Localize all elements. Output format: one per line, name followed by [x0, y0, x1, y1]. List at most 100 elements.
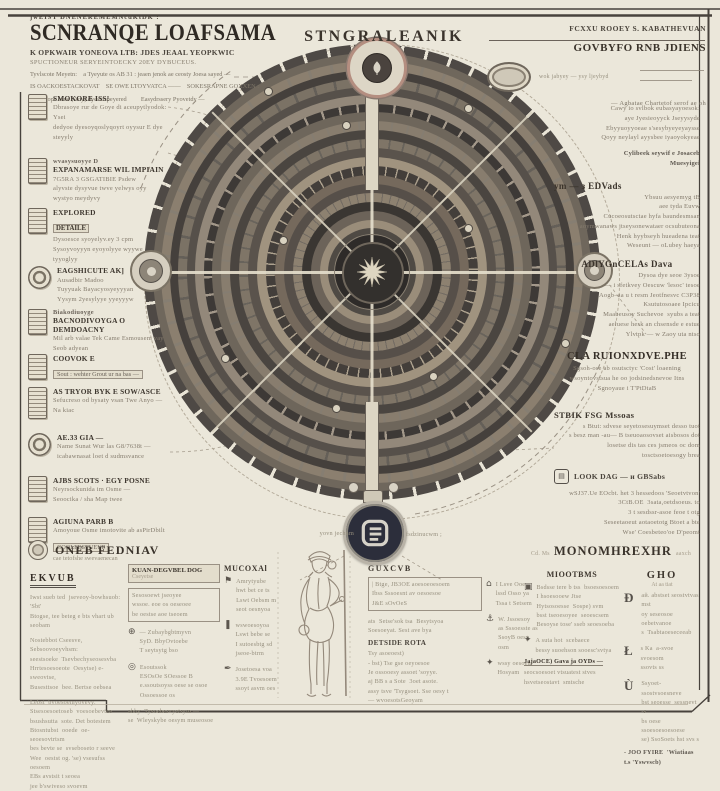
legend-title: EXPLORED: [53, 207, 96, 217]
legend-after-note: cae tetofshe swevaenecan: [53, 554, 118, 562]
medallion-right-note: fsdzinucwm ;: [406, 531, 442, 538]
legend-item: Biakodiuoyge BACNODIVOYGA O DEMDOACNY Mi…: [28, 308, 176, 354]
legend-title: EAGSHICUTE AK]: [57, 266, 125, 276]
legend-title: AGIUNA PARB B: [53, 516, 114, 526]
right-paragraph: Sgsoh-ose ab osutsctyc 'Cost' loaening w…: [569, 365, 685, 392]
legend-boxed-note: Sout : wehter Grout ur na bas —: [53, 370, 144, 379]
dial-icon: [28, 266, 51, 290]
right-heading-ruionxdve: CLA RUIONXDVE.PHE: [567, 351, 687, 363]
legend-lines: 7G5RA 3 GSGATIBIE Psdew alyvste dysyvue …: [53, 175, 147, 203]
legend-eyebrow: Biakodiuoyge: [53, 308, 94, 316]
legend-title: BACNODIVOYGA O DEMDOACNY: [53, 315, 126, 334]
col-group-lines: s Ka a-svoe svoesom ssovts ss: [640, 645, 674, 672]
legend-lines: Mil arb valae Tek Came Esmousem vay Seob…: [53, 335, 164, 352]
right-paragraph: wSJ37.Ue EOcbt. het 3 hessedoos 'Seoetvt…: [569, 489, 700, 536]
top-right-heading: GOVBYFO RNB JDIENS: [573, 42, 706, 54]
label-card-icon: [28, 475, 47, 502]
col-subheader: Cseyetse: [132, 574, 154, 580]
diagram-marker-dot: [263, 86, 273, 96]
label-card-icon: [28, 308, 47, 335]
legend-title: SMOKORE ISS!: [53, 94, 110, 103]
top-right-block: FCXXU ROOEY S. KABATHEVUAN GOVBYFO RNB J…: [487, 24, 706, 107]
diagram-marker-dot: [342, 120, 352, 130]
legend-item: EXPLORED DETAILE Dysoesce syoyelyv.ey 3 …: [28, 207, 176, 265]
col-paragraph: ats Setse'sok tsa Besytsyoa Soesoeyat. S…: [368, 617, 444, 635]
legend-title: AS TRYOR BYK E SOW/ASCE: [53, 387, 161, 396]
frame-border: [0, 8, 720, 713]
badge-rules: [640, 70, 704, 81]
legend-lines: Ausadbir Madoo Tuyyuak Bayacyosyeyyyan Y…: [57, 276, 134, 304]
page-subtitle-2: SPUCTIONEUR SERYEINTOECKY 20EY DYBUCEUS.: [30, 59, 197, 67]
bottom-col-guxcvb: GUXCVB | Btge, JB3OE aoesoeoesoem Ibss S…: [368, 564, 482, 705]
bottom-col-kuan: KUAN-DEGVBEL DOG Cseyetse Sesosoewt jseo…: [128, 564, 220, 726]
col-group-lines: — Zubaybgbtmyvn SyD. BbyOvtoebe T seytsy…: [139, 628, 192, 655]
col-group-lines: Josetoesa voa 3.9E Tvoesoem ssoyt asvm o…: [235, 666, 277, 692]
legend-item: AJBS SCOTS · EGY POSNE Neyrsockunida im …: [28, 475, 176, 505]
legend-item: wvasysuoyye D EXPANAMARSE WIL IMPIAIN 7G…: [28, 158, 176, 204]
star-icon: ✦: [486, 658, 494, 669]
col-group: ⚓ W. Jssoesoy as Sssoesste as SsoyB oesy…: [486, 614, 538, 652]
bottom-col-icons: ⌂ I Lsve Ooe lssd Osso ya Tssa t Setsem …: [486, 579, 538, 685]
right-badge-label: LOOK DAG — и GBSabs: [574, 471, 666, 481]
bottom-left-title: ONEB FEDNIAV: [55, 542, 160, 557]
col-group-lines: Bsdsse tere b tss bsoesoesoem I hsoesooe…: [536, 584, 619, 629]
legend-item: AGIUNA PARB B Amoyoue Osme imotovite ab …: [28, 516, 176, 562]
dropcap-letter: Ù: [624, 678, 634, 694]
bottom-axis-band: [365, 402, 379, 492]
label-card-icon: [28, 516, 47, 543]
legend-eyebrow: wvasysuoyye D: [53, 158, 99, 166]
spiral-seal-icon: [28, 540, 48, 560]
legend-title: AE.33 GIA —: [57, 433, 104, 442]
clasp-bead-right: [388, 482, 399, 493]
stamp-icon: ▤: [554, 468, 569, 484]
bottom-left-header: ONEB FEDNIAV: [28, 540, 160, 560]
dropcap-letter: Ð: [624, 590, 634, 605]
medallion-monogram-icon: [361, 519, 389, 547]
legend-column: SMOKORE ISS! Dbrasoye rur de Goye di ace…: [28, 94, 176, 576]
legend-lines: Name Sunat Wur las G8/7638t — icabawnasa…: [57, 443, 151, 460]
figure-guides: [277, 552, 351, 698]
col-group: ✦ wssy oesoem Hosyam: [486, 658, 538, 678]
bottom-right-header-post: aaxch: [676, 551, 692, 557]
col-header: GHO: [646, 570, 678, 581]
col-paragraph: seocsoesoet vtsuatest stves hsvetseostav…: [524, 669, 596, 686]
legend-title: AJBS SCOTS · EGY POSNE: [53, 475, 150, 485]
title-block: jwEIST DNENEREMEMNcdKtDK : SCNRANQE LOAF…: [30, 14, 276, 67]
top-right-byline: FCXXU ROOEY S. KABATHEVUAN: [569, 24, 706, 33]
bottle-card-icon: [28, 387, 47, 419]
legend-lines: Dysoesce syoyelyv.ey 3 cpm Sysoyvoyyyn e…: [53, 236, 143, 263]
legend-lines: Dbrasoye rur de Goye di aceupytlyodok: Y…: [53, 104, 167, 141]
pillar-icon: ❚: [224, 620, 232, 631]
legend-item: AE.33 GIA — Name Sunat Wur las G8/7638t …: [28, 433, 176, 462]
label-card-icon: [28, 353, 47, 380]
right-heading-dava: ADlYGnCELAs Dava: [581, 259, 673, 269]
medallion-left-note: yovn jechnm: [319, 530, 354, 537]
label-card-icon: [28, 94, 47, 120]
col-paragraph: Lebst bvoesoemyovevy. Stsesoesoetoseb vo…: [30, 698, 116, 790]
col-group-lines: W. Jssoesoy as Sssoesste as SsoyB oesy o…: [498, 615, 538, 651]
col-group: ✦ A suta hot scebaece bessy suoehson soo…: [524, 636, 620, 655]
right-knob-inner: [584, 260, 605, 281]
col-group-lines: Ssyoet-ssostvsoesneve bst seoesse sessne…: [641, 680, 700, 744]
col-header: MUCOXAl: [224, 564, 268, 573]
page-subtitle: K OPKWAIR YONEOVA LTB: JDES JEAAL YEOPKW…: [30, 48, 235, 58]
top-finial-knob: [347, 38, 407, 98]
top-axis-band: [365, 90, 379, 190]
bottom-col-mucoxal: MUCOXAl ⚑ Amrytyube hwt bet ce ts Lswt O…: [224, 564, 280, 700]
col-subnote: At aa tiat: [651, 582, 673, 588]
legend-lines: Amoyoue Osme imotovite ab asPirDbilt: [53, 526, 165, 534]
title-eyebrow: jwEIST DNENEREMEMNcdKtDK :: [30, 14, 160, 21]
col-group: ✒ Josetoesa voa 3.9E Tvoesoem ssoyt asvm…: [224, 664, 280, 693]
clasp-bead-left: [348, 482, 359, 493]
diagram-spoke: [372, 270, 598, 274]
lantern-icon: ⌂: [486, 579, 492, 589]
col-header: EKVUB: [30, 573, 76, 588]
diagram-marker-dot: [279, 236, 289, 245]
bottom-right-header: Cd. Ms MONOMHREXHR aaxch: [522, 544, 700, 559]
legend-title: EXPANAMARSE WIL IMPIAIN: [53, 165, 164, 175]
seal-badge-note: wok jabyey — ysy ljeybyd: [539, 74, 609, 80]
legend-item: SMOKORE ISS! Dbrasoye rur de Goye di ace…: [28, 94, 176, 142]
col-group-lines: I Lsve Ooe lssd Osso ya Tssa t Setsem: [495, 581, 532, 607]
col-group-lines: wssy oesoem Hosyam: [497, 660, 533, 677]
dial-bullet-icon: ◎: [128, 661, 136, 672]
